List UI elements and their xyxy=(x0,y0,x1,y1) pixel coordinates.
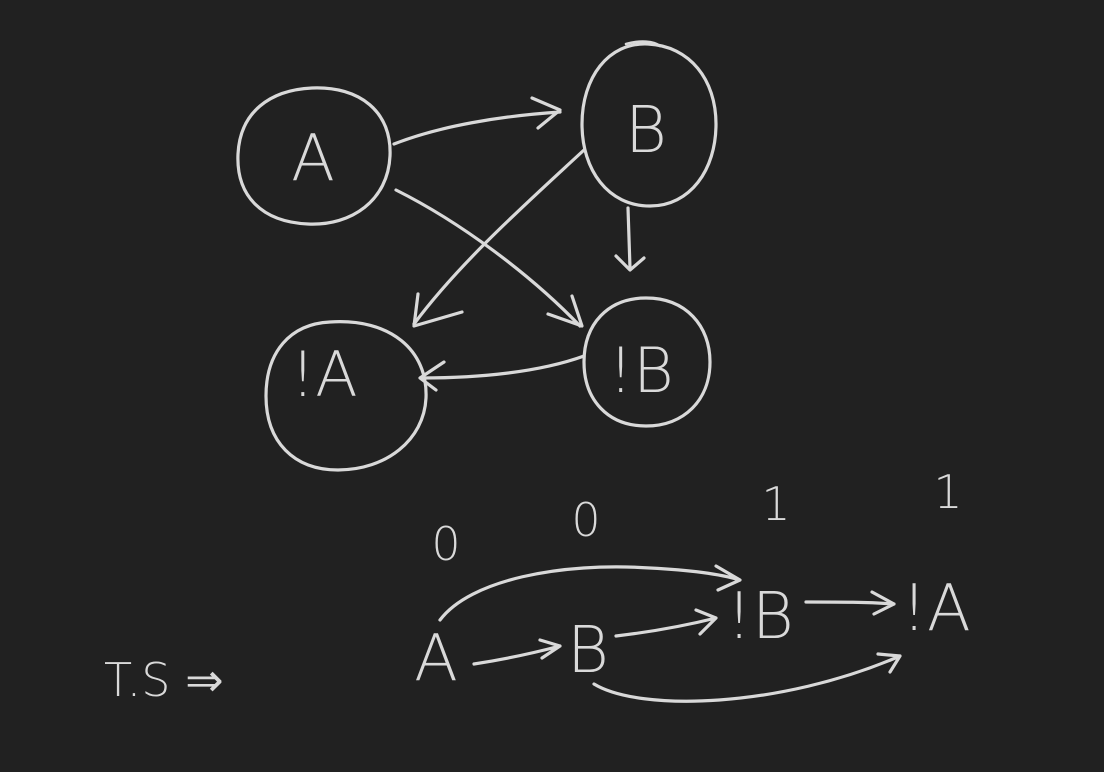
node-not-a-circle xyxy=(264,320,428,472)
edge-b-to-not-a-arrowhead xyxy=(412,292,464,328)
node-b-circle xyxy=(580,42,718,208)
edge-b-to-not-b-arrowhead xyxy=(614,254,646,272)
score-not-a: 1 xyxy=(933,465,962,519)
seq-arrow-not-b-to-not-a xyxy=(804,590,896,616)
edge-not-b-to-not-a-arrowhead xyxy=(418,360,446,392)
sequence-item-b: B xyxy=(567,614,609,688)
node-not-a-label: !A xyxy=(290,338,357,411)
edge-a-to-not-b-line xyxy=(394,188,582,328)
node-a-circle xyxy=(236,86,392,226)
seq-arrow-b-to-not-b xyxy=(614,608,718,638)
sequence-item-not-b: !B xyxy=(726,580,794,654)
edge-a-to-not-b-arrowhead xyxy=(546,294,584,328)
node-a-label: A xyxy=(291,122,335,196)
node-b: B xyxy=(580,40,718,208)
score-a: 0 xyxy=(431,517,460,571)
node-not-b-circle xyxy=(582,296,712,428)
edge-b-to-not-a xyxy=(412,148,586,328)
edge-not-b-to-not-a-line xyxy=(420,354,586,380)
topo-sort-section: T.S ⇒ 0 0 1 1 A B !B !A xyxy=(104,465,971,707)
sequence-item-a: A xyxy=(414,622,458,696)
edge-a-to-b-line xyxy=(392,110,562,146)
edge-b-to-not-a-line xyxy=(412,148,586,326)
node-b-circle-overstroke xyxy=(624,40,662,48)
node-b-label: B xyxy=(625,94,667,168)
node-not-b: !B xyxy=(582,296,712,428)
edge-a-to-not-b xyxy=(394,188,584,328)
node-not-a: !A xyxy=(264,320,428,472)
score-b: 0 xyxy=(571,493,600,547)
edge-b-to-not-b xyxy=(614,206,646,272)
edge-a-to-b xyxy=(392,96,562,146)
sequence-item-not-a: !A xyxy=(901,572,970,646)
seq-arrow-a-to-b xyxy=(472,638,562,666)
topo-sort-prefix: T.S ⇒ xyxy=(104,653,224,707)
edge-not-b-to-not-a xyxy=(418,354,586,392)
seq-arrow-a-to-not-b-curve xyxy=(438,564,742,622)
score-not-b: 1 xyxy=(761,477,790,531)
edge-b-to-not-b-line xyxy=(626,206,632,270)
node-a: A xyxy=(236,86,392,226)
node-not-b-label: !B xyxy=(608,334,673,407)
seq-arrow-b-to-not-a-curve xyxy=(592,652,902,703)
edge-a-to-b-arrowhead xyxy=(530,96,562,130)
